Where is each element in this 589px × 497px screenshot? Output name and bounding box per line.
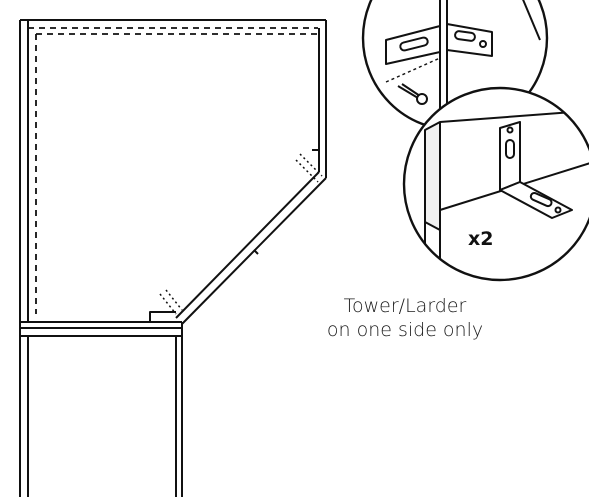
note-line-1: Tower/Larder — [343, 295, 467, 317]
tower-larder-unit — [19, 321, 183, 497]
tower-larder-note: Tower/Larder on one side only — [300, 294, 510, 342]
note-line-2: on one side only — [326, 319, 484, 341]
quantity-label: x2 — [468, 228, 494, 250]
bracket-detail-bottom — [402, 86, 589, 282]
corner-cabinet-outline — [19, 19, 327, 325]
dashed-inner-outline — [28, 27, 318, 314]
fixing-marks — [159, 153, 323, 315]
